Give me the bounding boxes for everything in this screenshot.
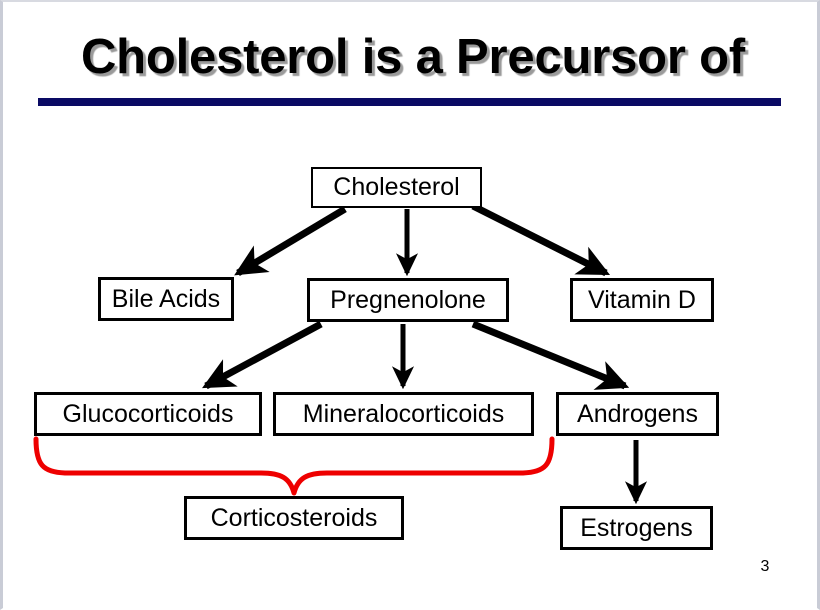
node-vitamin-d-label: Vitamin D: [588, 285, 696, 314]
node-androgens-label: Androgens: [577, 399, 698, 428]
node-bile-acids-label: Bile Acids: [111, 284, 221, 313]
node-estrogens[interactable]: Estrogens: [560, 506, 713, 550]
edge-layer: [202, 202, 648, 505]
edge-pregnenolone-androgens: [471, 320, 630, 390]
node-estrogens-label: Estrogens: [580, 513, 693, 542]
node-glucocorticoids[interactable]: Glucocorticoids: [34, 392, 262, 436]
node-corticosteroids[interactable]: Corticosteroids: [184, 496, 404, 540]
page-title: Cholesterol is a Precursor of: [80, 30, 746, 84]
node-cholesterol-label: Cholesterol: [333, 173, 460, 201]
brace-layer: [33, 436, 555, 496]
node-cholesterol[interactable]: Cholesterol: [311, 167, 482, 208]
node-glucocorticoids-label: Glucocorticoids: [62, 399, 234, 428]
title-underline-rule: [38, 98, 781, 106]
node-corticosteroids-label: Corticosteroids: [210, 503, 378, 532]
node-bile-acids[interactable]: Bile Acids: [98, 277, 234, 321]
edge-cholesterol-vitamin-d: [471, 202, 611, 277]
node-androgens[interactable]: Androgens: [556, 392, 719, 436]
node-pregnenolone-label: Pregnenolone: [330, 285, 486, 314]
red-grouping-brace: [33, 436, 555, 496]
edge-cholesterol-bile-acids: [234, 205, 347, 277]
slide-page-number: 3: [760, 558, 770, 575]
node-pregnenolone[interactable]: Pregnenolone: [307, 278, 509, 322]
node-mineralocorticoids[interactable]: Mineralocorticoids: [273, 392, 534, 436]
node-mineralocorticoids-label: Mineralocorticoids: [302, 399, 505, 428]
node-vitamin-d[interactable]: Vitamin D: [570, 278, 714, 322]
edge-pregnenolone-glucocorticoids: [202, 320, 323, 390]
